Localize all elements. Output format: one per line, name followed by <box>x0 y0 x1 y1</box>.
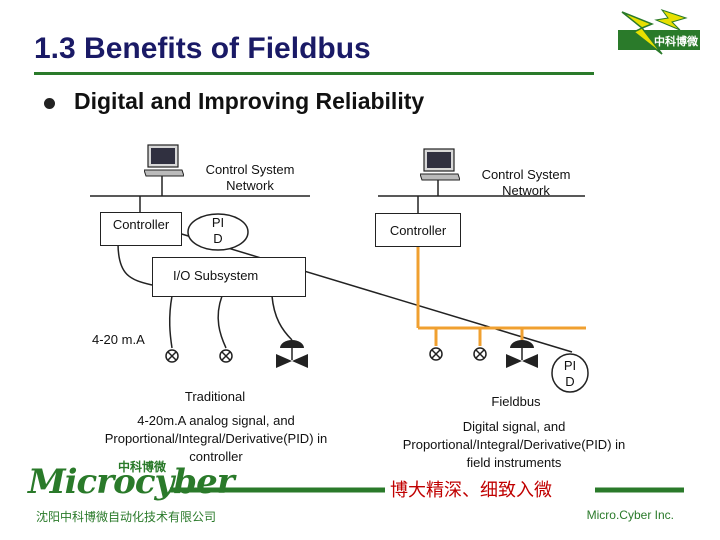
left-transmitter-1-icon <box>165 349 179 363</box>
io-subsystem-box: I/O Subsystem <box>152 257 306 297</box>
slogan: 博大精深、细致入微 <box>390 480 552 501</box>
left-wire-3 <box>271 295 293 341</box>
bullet-heading: Digital and Improving Reliability <box>74 88 425 114</box>
right-network-label-line1: Control System <box>481 167 571 182</box>
right-controller-label: Controller <box>389 223 447 238</box>
right-network-label: Control System Network <box>466 167 586 199</box>
left-pid-line1: PI <box>211 215 225 230</box>
company-name-cn: 沈阳中科博微自动化技术有限公司 <box>36 510 217 524</box>
left-wire-2 <box>217 295 227 349</box>
io-subsystem-label: I/O Subsystem <box>173 268 259 283</box>
left-controller-io-link <box>117 242 153 286</box>
left-network-label-line2: Network <box>226 178 274 193</box>
right-pid-line2: D <box>565 374 575 389</box>
left-pid-label: PI D <box>200 215 236 247</box>
fieldbus-desc-line1: Digital signal, and <box>462 419 566 434</box>
right-network-label-line2: Network <box>502 183 550 198</box>
left-network-label: Control System Network <box>190 162 310 194</box>
fieldbus-description: Digital signal, and Proportional/Integra… <box>366 418 662 472</box>
left-pid-bubble: PI D <box>186 212 250 257</box>
title-divider <box>34 72 594 75</box>
right-pid-label: PI D <box>552 358 588 390</box>
left-computer-icon <box>143 144 185 183</box>
right-valve-icon <box>506 340 538 368</box>
page-title: 1.3 Benefits of Fieldbus <box>34 32 371 65</box>
fieldbus-caption: Fieldbus <box>491 394 541 409</box>
traditional-description: 4-20m.A analog signal, and Proportional/… <box>66 412 366 466</box>
left-controller-box: Controller <box>100 212 182 246</box>
logo-bolt-small-icon <box>654 9 688 31</box>
right-pid-line1: PI <box>563 358 577 373</box>
bullet-icon <box>44 98 55 109</box>
right-transmitter-1-icon <box>429 347 443 361</box>
traditional-desc-line3: controller <box>189 449 243 464</box>
left-wire-1 <box>168 295 173 349</box>
right-transmitter-2-icon <box>473 347 487 361</box>
left-pid-line2: D <box>213 231 223 246</box>
traditional-desc-line1: 4-20m.A analog signal, and <box>137 413 295 428</box>
logo-text: 中科博微 <box>654 36 698 48</box>
right-computer-icon <box>419 148 461 187</box>
fieldbus-desc-line2: Proportional/Integral/Derivative(PID) in <box>402 437 626 452</box>
company-logo: 中科博微 <box>612 8 702 58</box>
left-transmitter-2-icon <box>219 349 233 363</box>
left-network-label-line1: Control System <box>205 162 295 177</box>
right-pid-bubble <box>551 353 589 393</box>
signal-label: 4-20 m.A <box>92 332 145 347</box>
brand-logo: Microcyber <box>28 462 235 502</box>
right-controller-box: Controller <box>375 213 461 247</box>
pid-migration-line <box>174 231 573 353</box>
left-valve-icon <box>276 340 308 368</box>
traditional-desc-line2: Proportional/Integral/Derivative(PID) in <box>104 431 328 446</box>
traditional-caption: Traditional <box>184 389 246 404</box>
logo-bolt-icon <box>621 11 663 55</box>
brand-logo-cn: 中科博微 <box>118 460 167 474</box>
fieldbus-desc-line3: field instruments <box>466 455 562 470</box>
company-name-en: Micro.Cyber Inc. <box>586 508 674 522</box>
left-controller-label: Controller <box>112 217 170 232</box>
